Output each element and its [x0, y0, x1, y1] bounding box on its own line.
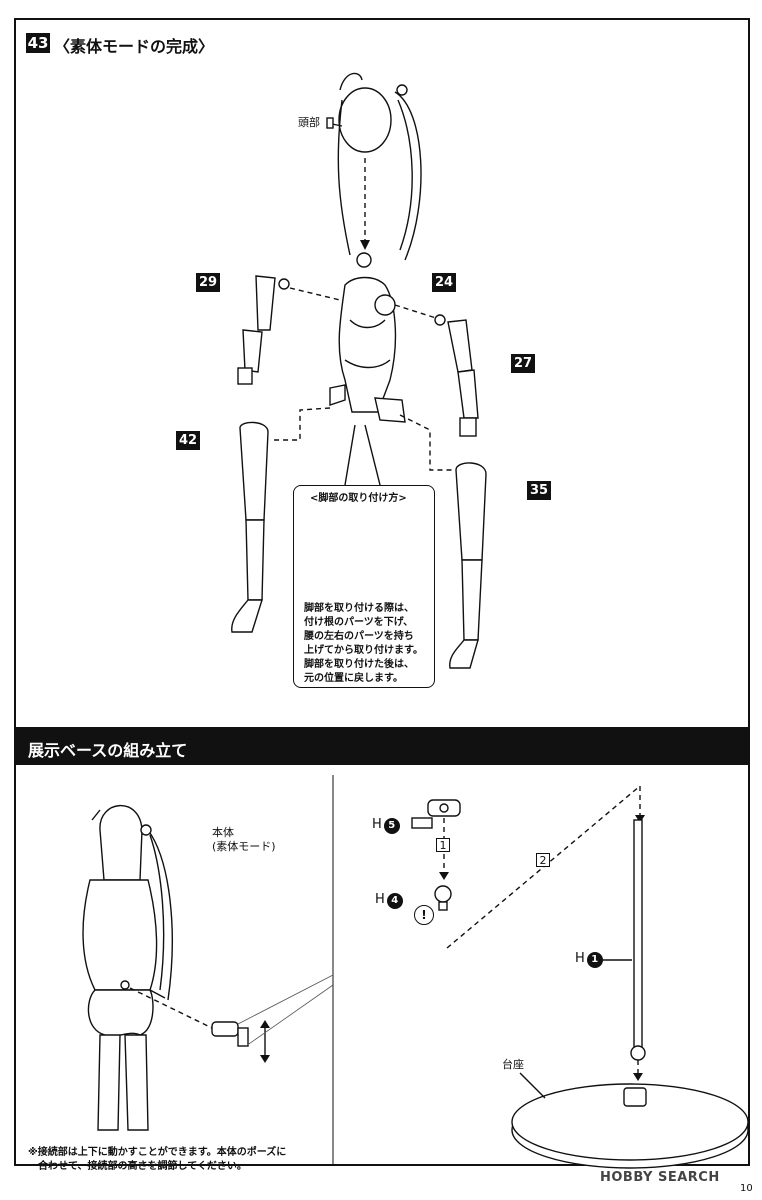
- page-frame: [14, 18, 750, 1166]
- callout-title: <脚部の取り付け方>: [310, 493, 407, 504]
- body-label: 本体: [212, 826, 234, 839]
- step-2-box: 2: [536, 853, 550, 867]
- h4-ball-drawing: [434, 885, 452, 903]
- warning-icon: !: [414, 905, 434, 925]
- part-42-label: 42: [176, 431, 200, 450]
- h5-number-badge: 5: [383, 818, 400, 834]
- note-line-2: 合わせて、接続部の高さを調節してください。: [38, 1161, 247, 1172]
- pedestal-label: 台座: [502, 1058, 524, 1071]
- figure-back-drawing: [82, 804, 213, 1131]
- callout-line-2: 付け根のパーツを下げ、: [304, 617, 414, 628]
- watermark: HOBBY SEARCH: [600, 1170, 720, 1185]
- part-27-label: 27: [511, 354, 535, 373]
- h1-number-badge: 1: [586, 952, 603, 968]
- page-number: 10: [740, 1183, 753, 1194]
- h4-letter: H: [375, 892, 385, 907]
- leg-attach-callout: <脚部の取り付け方> 脚部を取り付ける際は、 付け根のパーツを下げ、 腰の左右の…: [293, 485, 435, 688]
- leg-35-drawing: [399, 414, 487, 669]
- callout-line-4: 上げてから取り付けます。: [304, 645, 423, 656]
- h1-letter: H: [575, 951, 585, 966]
- step-number: 43: [26, 33, 50, 53]
- part-35-label: 35: [527, 481, 551, 500]
- callout-line-6: 元の位置に戻します。: [304, 673, 403, 684]
- part-29-label: 29: [196, 273, 220, 292]
- pedestal-drawing: [511, 1072, 749, 1169]
- connector-small-drawing: [211, 974, 334, 1063]
- head-label: 頭部: [298, 116, 320, 129]
- callout-line-5: 脚部を取り付けた後は、: [304, 659, 414, 670]
- body-mode-label: (素体モード): [212, 840, 276, 853]
- h5-part-drawing: [411, 799, 461, 880]
- arm-29-drawing: [237, 275, 341, 385]
- step-title: 〈素体モードの完成〉: [54, 37, 215, 56]
- part-24-label: 24: [432, 273, 456, 292]
- section-header-bar: [14, 727, 750, 765]
- head-drawing: [326, 72, 422, 261]
- section-title: 展示ベースの組み立て: [28, 741, 188, 760]
- h5-letter: H: [372, 817, 382, 832]
- h4-number-badge: 4: [386, 893, 403, 909]
- step-1-box: 1: [436, 838, 450, 852]
- leg-42-drawing: [231, 407, 331, 633]
- torso-drawing: [329, 252, 406, 423]
- h1-pole-drawing: [630, 819, 646, 1081]
- callout-line-1: 脚部を取り付ける際は、: [304, 603, 414, 614]
- note-line-1: ※接続部は上下に動かすことができます。本体のポーズに: [28, 1147, 287, 1158]
- callout-line-3: 腰の左右のパーツを持ち: [304, 631, 414, 642]
- arm-27-drawing: [394, 304, 479, 437]
